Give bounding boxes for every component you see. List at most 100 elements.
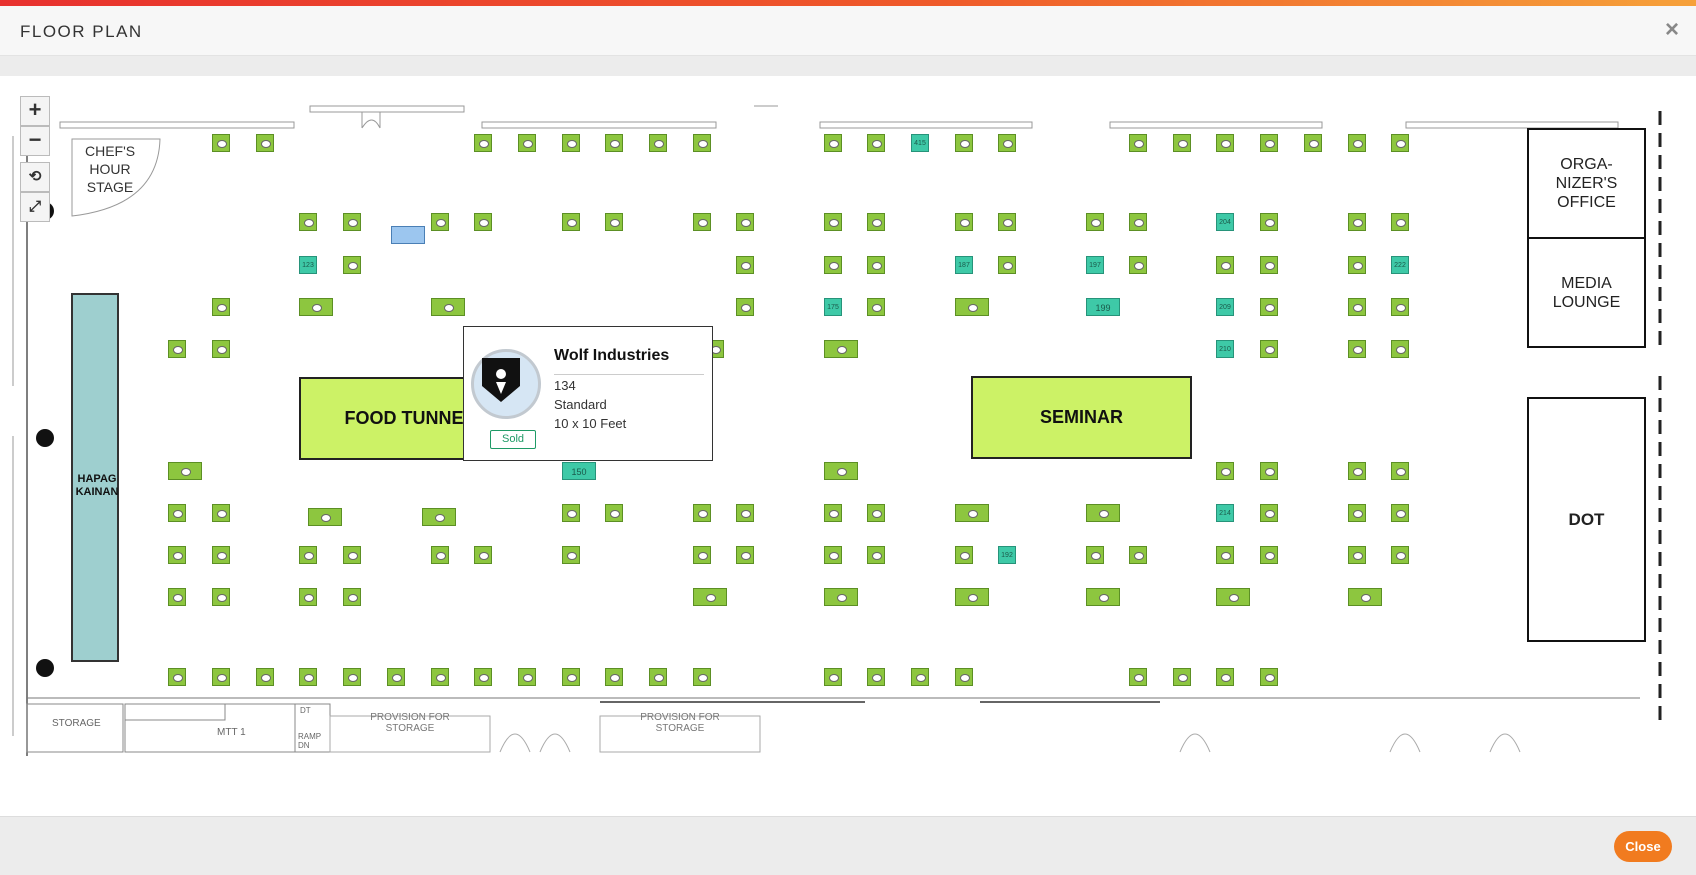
booth[interactable] xyxy=(693,213,711,231)
booth[interactable] xyxy=(955,588,989,606)
booth[interactable] xyxy=(431,213,449,231)
booth[interactable] xyxy=(1129,213,1147,231)
booth[interactable] xyxy=(1216,256,1234,274)
booth[interactable] xyxy=(1391,213,1409,231)
booth[interactable] xyxy=(605,134,623,152)
booth[interactable] xyxy=(168,668,186,686)
booth[interactable] xyxy=(212,134,230,152)
booth[interactable] xyxy=(736,546,754,564)
booth[interactable] xyxy=(343,256,361,274)
booth[interactable] xyxy=(562,213,580,231)
booth[interactable] xyxy=(518,668,536,686)
booth[interactable] xyxy=(1260,462,1278,480)
booth-175[interactable]: 175 xyxy=(824,298,842,316)
booth[interactable] xyxy=(308,508,342,526)
booth[interactable] xyxy=(1348,340,1366,358)
booth[interactable] xyxy=(867,134,885,152)
booth[interactable] xyxy=(605,668,623,686)
booth[interactable] xyxy=(867,298,885,316)
booth[interactable] xyxy=(168,588,186,606)
booth-123[interactable]: 123 xyxy=(299,256,317,274)
booth[interactable] xyxy=(1216,134,1234,152)
booth[interactable] xyxy=(299,546,317,564)
booth[interactable] xyxy=(343,668,361,686)
booth-197[interactable]: 197 xyxy=(1086,256,1104,274)
booth[interactable] xyxy=(605,213,623,231)
room-organizer-office[interactable]: ORGA- NIZER'S OFFICE xyxy=(1527,128,1646,239)
booth[interactable] xyxy=(474,668,492,686)
booth[interactable] xyxy=(256,668,274,686)
booth[interactable] xyxy=(736,504,754,522)
booth[interactable] xyxy=(1348,213,1366,231)
booth[interactable] xyxy=(212,340,230,358)
booth[interactable] xyxy=(998,256,1016,274)
booth[interactable] xyxy=(693,588,727,606)
booth[interactable] xyxy=(1348,298,1366,316)
booth[interactable] xyxy=(824,213,842,231)
booth[interactable] xyxy=(955,546,973,564)
booth[interactable] xyxy=(1216,668,1234,686)
booth[interactable] xyxy=(824,256,842,274)
booth[interactable] xyxy=(1216,546,1234,564)
booth[interactable] xyxy=(168,546,186,564)
booth[interactable] xyxy=(562,504,580,522)
booth[interactable] xyxy=(649,668,667,686)
zone-hapag-kainan[interactable]: HAPAG KAINAN xyxy=(71,293,119,662)
booth[interactable] xyxy=(1348,462,1366,480)
booth[interactable] xyxy=(1086,504,1120,522)
booth-415[interactable]: 415 xyxy=(911,134,929,152)
booth[interactable] xyxy=(1260,213,1278,231)
booth[interactable] xyxy=(1260,546,1278,564)
booth[interactable] xyxy=(736,213,754,231)
booth[interactable] xyxy=(299,213,317,231)
booth[interactable] xyxy=(212,588,230,606)
booth[interactable] xyxy=(431,668,449,686)
booth[interactable] xyxy=(867,668,885,686)
booth[interactable] xyxy=(998,213,1016,231)
booth[interactable] xyxy=(343,213,361,231)
booth[interactable] xyxy=(1391,298,1409,316)
booth-222[interactable]: 222 xyxy=(1391,256,1409,274)
booth[interactable] xyxy=(911,668,929,686)
booth[interactable] xyxy=(562,668,580,686)
booth[interactable] xyxy=(867,504,885,522)
zone-seminar[interactable]: SEMINAR xyxy=(971,376,1192,459)
booth[interactable] xyxy=(474,134,492,152)
booth[interactable] xyxy=(212,504,230,522)
booth[interactable] xyxy=(1086,588,1120,606)
booth[interactable] xyxy=(1348,256,1366,274)
booth[interactable] xyxy=(824,462,858,480)
booth[interactable] xyxy=(955,504,989,522)
booth[interactable] xyxy=(431,298,465,316)
booth[interactable] xyxy=(1129,668,1147,686)
booth[interactable] xyxy=(1260,668,1278,686)
booth[interactable] xyxy=(1348,134,1366,152)
booth[interactable] xyxy=(299,588,317,606)
booth[interactable] xyxy=(1260,134,1278,152)
booth[interactable] xyxy=(474,546,492,564)
booth[interactable] xyxy=(1173,668,1191,686)
booth[interactable] xyxy=(824,504,842,522)
booth-187[interactable]: 187 xyxy=(955,256,973,274)
booth[interactable] xyxy=(168,504,186,522)
booth[interactable] xyxy=(474,213,492,231)
booth[interactable] xyxy=(212,298,230,316)
booth[interactable] xyxy=(824,546,842,564)
booth[interactable] xyxy=(1391,340,1409,358)
booth[interactable] xyxy=(168,462,202,480)
booth[interactable] xyxy=(736,256,754,274)
booth[interactable] xyxy=(824,340,858,358)
booth[interactable] xyxy=(824,668,842,686)
booth[interactable] xyxy=(562,546,580,564)
booth[interactable] xyxy=(1173,134,1191,152)
booth[interactable] xyxy=(1129,134,1147,152)
booth[interactable] xyxy=(693,668,711,686)
booth[interactable] xyxy=(1391,134,1409,152)
booth[interactable] xyxy=(343,546,361,564)
booth[interactable] xyxy=(1260,298,1278,316)
room-media-lounge[interactable]: MEDIA LOUNGE xyxy=(1527,237,1646,348)
close-icon[interactable]: × xyxy=(1664,16,1679,43)
booth-192[interactable]: 192 xyxy=(998,546,1016,564)
booth[interactable] xyxy=(736,298,754,316)
booth[interactable] xyxy=(693,546,711,564)
